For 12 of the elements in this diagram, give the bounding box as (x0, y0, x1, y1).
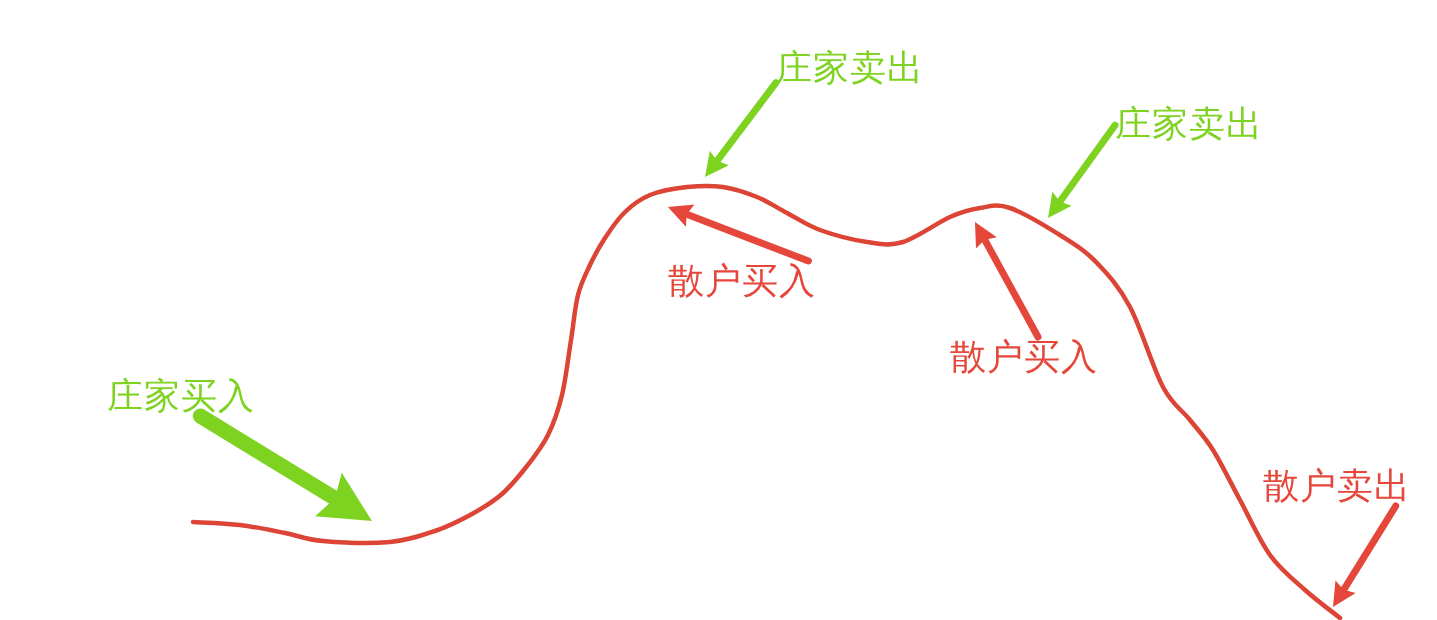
callout-label: 庄家卖出 (1115, 104, 1263, 144)
arrow (192, 408, 372, 522)
arrow (1333, 502, 1400, 607)
callout-label: 庄家买入 (107, 376, 255, 416)
arrow (705, 79, 780, 177)
callout-label: 散户卖出 (1263, 466, 1411, 506)
arrow (667, 204, 812, 265)
callout-label: 散户买入 (950, 337, 1098, 377)
callout-label: 散户买入 (668, 261, 816, 301)
arrow (975, 222, 1042, 341)
arrow (1048, 121, 1119, 218)
callout-label: 庄家卖出 (776, 48, 924, 88)
